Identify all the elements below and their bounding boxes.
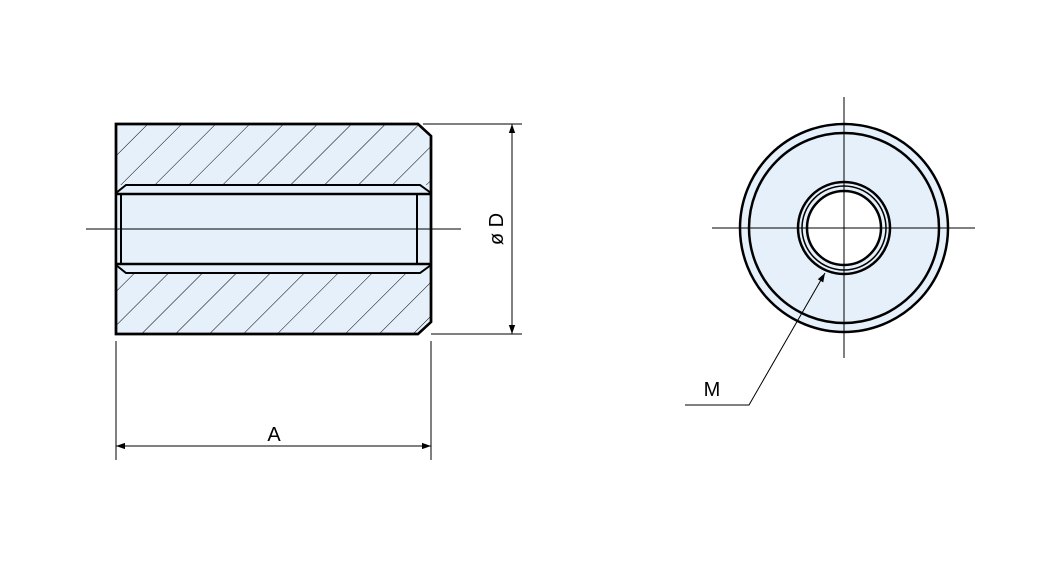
length-label: A (267, 424, 281, 446)
sleeve-body-stroke (114, 122, 433, 336)
upper-wall-hatch (117, 125, 430, 185)
end-view (712, 97, 975, 358)
upper-thread-line (115, 184, 432, 194)
length-dimension: A (115, 341, 432, 460)
lower-thread-line (115, 264, 432, 274)
diameter-dimension: ø D (423, 123, 522, 335)
thread-leader-line (685, 272, 826, 406)
lower-wall-hatch (117, 272, 430, 333)
side-section-view (86, 122, 461, 336)
thread-label: M (704, 379, 721, 401)
thread-leader: M (685, 272, 826, 406)
diameter-label: ø D (486, 213, 508, 245)
